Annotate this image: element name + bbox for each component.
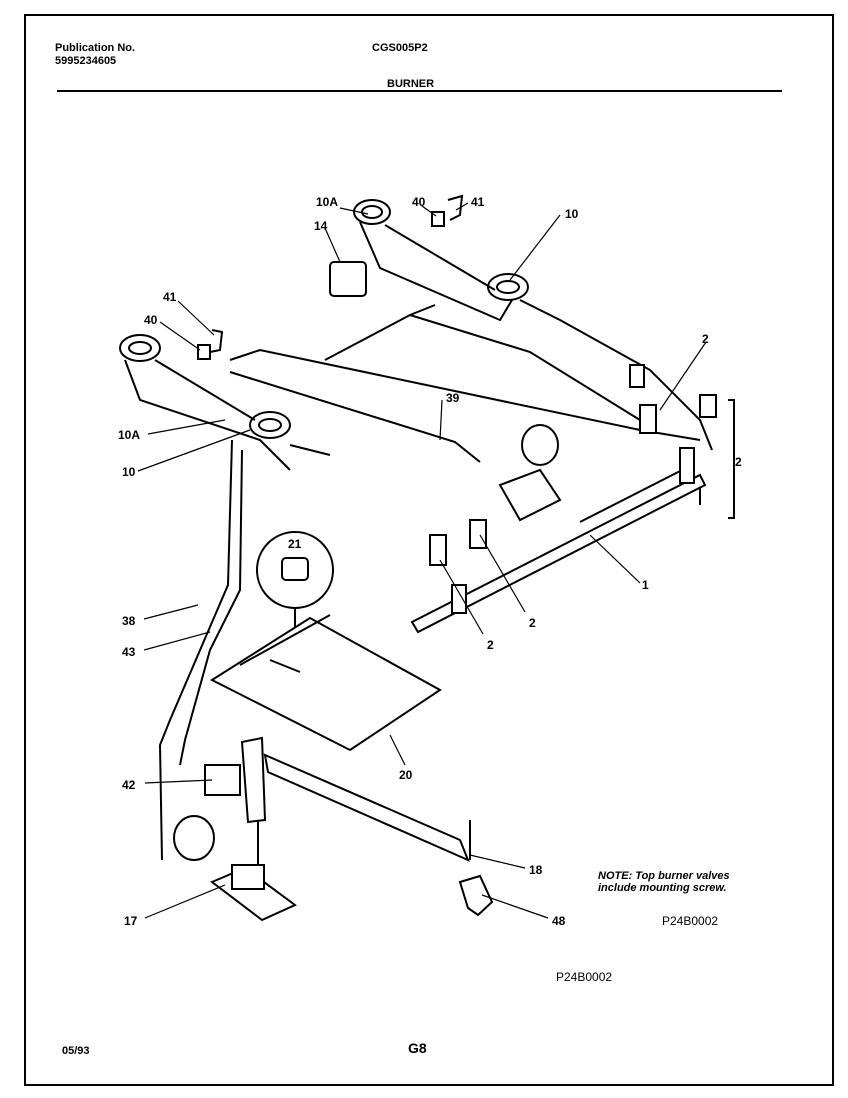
callout-label: 43: [122, 645, 136, 659]
callout-label: 2: [529, 616, 536, 630]
callout-label: 14: [314, 219, 328, 233]
callout-label: 40: [144, 313, 158, 327]
callout-label: 42: [122, 778, 136, 792]
publication-label: Publication No.: [55, 42, 136, 54]
callout-label: 38: [122, 614, 136, 628]
callout-label: 40: [412, 195, 426, 209]
model-number: CGS005P2: [372, 42, 428, 54]
callout-label: 41: [163, 290, 177, 304]
callout-label: 10A: [118, 428, 141, 442]
note-line-1: NOTE: Top burner valves: [598, 870, 730, 882]
page-number: G8: [408, 1040, 427, 1056]
leader-lines: [137, 202, 707, 919]
callout-label: 2: [735, 455, 742, 469]
callout-label: 2: [702, 332, 709, 346]
callout-label: 21: [288, 537, 302, 551]
callout-label: 18: [529, 863, 543, 877]
figure-code-bottom: P24B0002: [556, 970, 613, 984]
oven-burner-assembly: [158, 439, 494, 922]
callout-label: 20: [399, 768, 413, 782]
callout-label: 17: [124, 914, 138, 928]
callout-label: 2: [487, 638, 494, 652]
manifold-assembly: [119, 194, 735, 634]
callout-label: 10A: [316, 195, 339, 209]
page-border: [24, 14, 834, 1086]
callout-label: 10: [122, 465, 136, 479]
figure-code: P24B0002: [662, 914, 719, 928]
callout-label: 41: [471, 195, 485, 209]
callout-label: 10: [565, 207, 579, 221]
callout-label: 48: [552, 914, 566, 928]
callout-label: 39: [446, 391, 460, 405]
note-line-2: include mounting screw.: [598, 882, 727, 894]
section-title: BURNER: [387, 78, 435, 90]
footer-date: 05/93: [62, 1045, 90, 1057]
callout-label: 1: [642, 578, 649, 592]
publication-number: 5995234605: [55, 55, 117, 67]
